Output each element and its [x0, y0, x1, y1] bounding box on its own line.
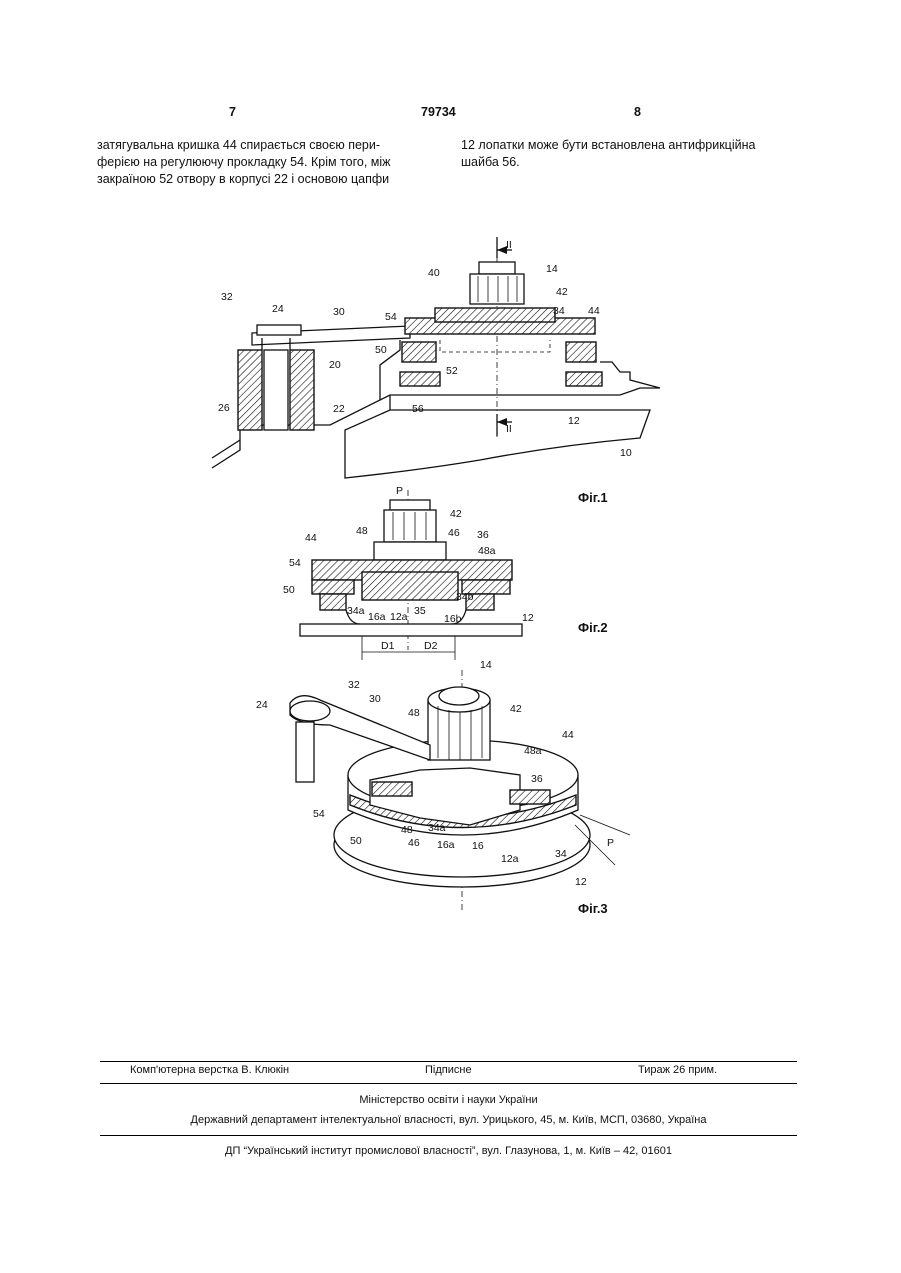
fig2-label: 44 — [305, 532, 317, 544]
footer-rule-bottom — [100, 1135, 797, 1136]
fig2-label: 50 — [283, 584, 295, 596]
fig3-label: 46 — [408, 837, 420, 849]
fig3-label: 16 — [472, 840, 484, 852]
fig2-label: 16b — [444, 613, 462, 625]
fig3-label: 50 — [350, 835, 362, 847]
fig1-label: 24 — [272, 303, 284, 315]
figure-3-caption: Фіг.3 — [578, 901, 608, 916]
fig1-label: 50 — [375, 344, 387, 356]
fig1-label: 22 — [333, 403, 345, 415]
fig1-label: 26 — [218, 402, 230, 414]
fig2-label: 34b — [456, 591, 474, 603]
footer-enterprise: ДП “Український інститут промислової вла… — [100, 1145, 797, 1157]
footer-typesetter: Комп'ютерна верстка В. Клюкін — [130, 1064, 289, 1076]
fig3-label: 48 — [408, 707, 420, 719]
footer-subscription: Підписне — [425, 1064, 472, 1076]
fig3-label: 48 — [401, 824, 413, 836]
fig3-label: 12a — [501, 853, 519, 865]
fig3-label: 34a — [428, 822, 446, 834]
fig2-label: D2 — [424, 640, 438, 652]
footer-ministry: Міністерство освіти і науки України — [100, 1094, 797, 1106]
footer-rule-middle — [100, 1083, 797, 1084]
fig3-label: 12 — [575, 876, 587, 888]
fig3-label: 34 — [555, 848, 567, 860]
fig1-label: 54 — [385, 311, 397, 323]
footer-rule-top — [100, 1061, 797, 1062]
figure-3: 14 32 30 24 48 42 44 48a 36 54 48 50 46 … — [256, 659, 630, 910]
figure-1-caption: Фіг.1 — [578, 490, 608, 505]
fig3-label: 32 — [348, 679, 360, 691]
fig3-label: 48a — [524, 745, 542, 757]
fig1-label: 10 — [620, 447, 632, 459]
figure-2-caption: Фіг.2 — [578, 620, 608, 635]
fig2-label: 48 — [356, 525, 368, 537]
fig2-label: 12 — [522, 612, 534, 624]
fig3-label: 16a — [437, 839, 455, 851]
fig1-label: 52 — [446, 365, 458, 377]
footer-circulation: Тираж 26 прим. — [638, 1064, 717, 1076]
fig1-label: 56 — [412, 403, 424, 415]
fig2-label: 42 — [450, 508, 462, 520]
fig1-label: 34 — [553, 305, 565, 317]
fig2-label: 48a — [478, 545, 496, 557]
fig2-label: 16a — [368, 611, 386, 623]
fig2-label: P — [396, 485, 403, 497]
fig3-label: 44 — [562, 729, 574, 741]
fig3-label: 42 — [510, 703, 522, 715]
fig2-label: 46 — [448, 527, 460, 539]
fig1-label: 20 — [329, 359, 341, 371]
fig1-label: 40 — [428, 267, 440, 279]
fig2-label: 35 — [414, 605, 426, 617]
fig1-label: II — [506, 423, 512, 435]
fig2-label: D1 — [381, 640, 395, 652]
fig1-label: II — [506, 239, 512, 251]
fig2-label: 12a — [390, 611, 408, 623]
figure-1: 32 24 30 40 II 14 42 34 44 54 50 52 20 2… — [212, 237, 660, 478]
fig3-label: 36 — [531, 773, 543, 785]
fig3-label: 14 — [480, 659, 492, 671]
fig2-label: 36 — [477, 529, 489, 541]
fig1-label: 14 — [546, 263, 558, 275]
footer-department: Державний департамент інтелектуальної вл… — [100, 1114, 797, 1126]
fig1-label: 12 — [568, 415, 580, 427]
fig1-label: 42 — [556, 286, 568, 298]
fig3-label: 24 — [256, 699, 268, 711]
fig1-label: 32 — [221, 291, 233, 303]
fig3-label: 54 — [313, 808, 325, 820]
fig1-label: 30 — [333, 306, 345, 318]
fig1-label: 44 — [588, 305, 600, 317]
fig2-label: 54 — [289, 557, 301, 569]
figure-2: P 42 48 46 36 48a 44 54 50 34a 16a 12a 3… — [283, 485, 534, 660]
fig3-label: P — [607, 837, 614, 849]
fig3-label: 30 — [369, 693, 381, 705]
fig2-label: 34a — [347, 605, 365, 617]
